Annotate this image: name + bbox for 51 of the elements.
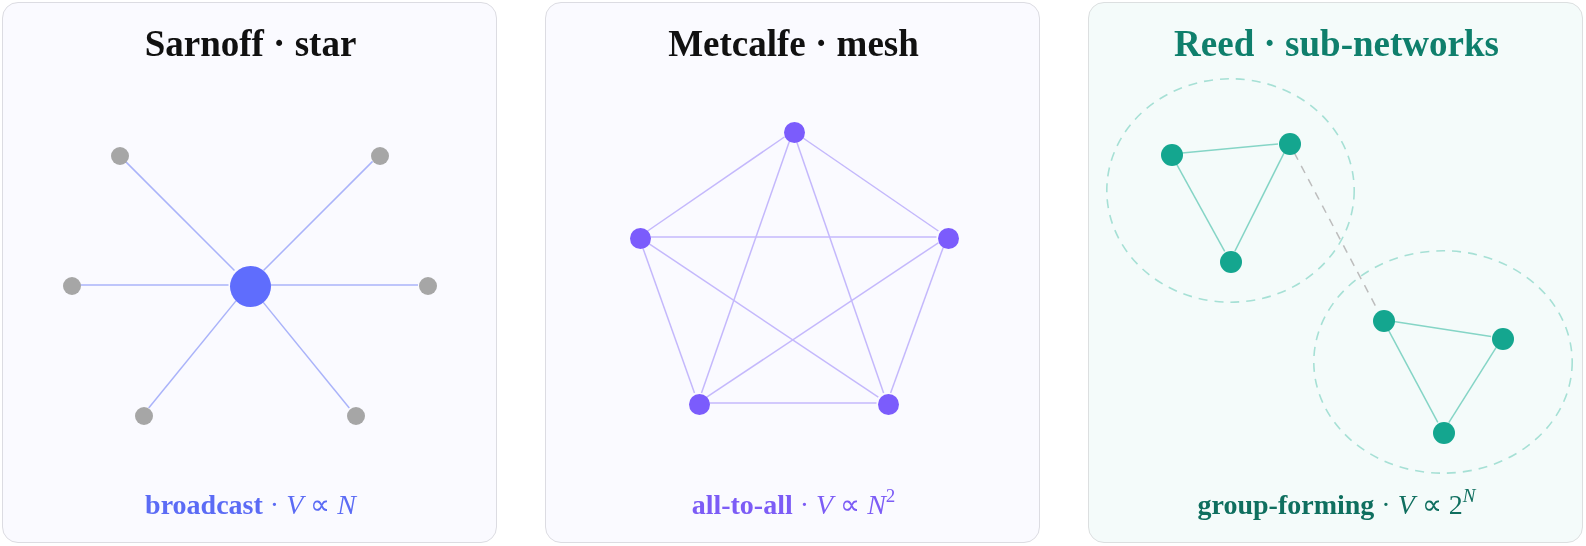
- connection-line: [641, 246, 696, 394]
- panel-title: Metcalfe · mesh: [668, 22, 919, 66]
- connection-line: [262, 160, 374, 272]
- node-dot: [111, 147, 129, 165]
- connection-line: [648, 236, 938, 238]
- connection-line: [147, 300, 237, 409]
- node-dot: [1279, 133, 1301, 155]
- panel-title: Sarnoff · star: [144, 22, 357, 66]
- node-dot: [1220, 251, 1242, 273]
- node-dot: [347, 407, 365, 425]
- connection-line: [261, 300, 351, 409]
- connection-line: [1181, 143, 1279, 154]
- connection-line: [707, 402, 878, 404]
- node-dot: [688, 393, 710, 415]
- group-ring: [1313, 250, 1573, 474]
- formula-caption: broadcast · V ∝ N: [145, 488, 356, 522]
- node-dot: [135, 407, 153, 425]
- panel-title: Reed · sub-networks: [1174, 22, 1499, 66]
- node-dot: [1433, 422, 1455, 444]
- node-dot: [1492, 328, 1514, 350]
- formula-caption: group-forming · V ∝ 2$^{N}$: [1197, 487, 1476, 522]
- node-dot: [419, 277, 437, 295]
- connection-line: [268, 284, 419, 286]
- node-dot: [371, 147, 389, 165]
- connection-line: [795, 140, 885, 394]
- node-dot: [1373, 310, 1395, 332]
- connection-line: [889, 246, 945, 394]
- connection-line: [1387, 328, 1439, 424]
- formula-caption: all-to-all · V ∝ N$^{2}$: [691, 487, 896, 522]
- connection-line: [1393, 320, 1492, 338]
- node-dot: [63, 277, 81, 295]
- connection-line: [124, 160, 236, 272]
- connection-line: [1175, 162, 1226, 253]
- node-dot: [783, 121, 805, 143]
- node-dot: [877, 393, 899, 415]
- connection-line: [800, 136, 940, 232]
- connection-line: [79, 284, 230, 286]
- connection-line: [705, 242, 940, 398]
- node-dot: [937, 227, 959, 249]
- node-dot: [629, 227, 651, 249]
- panel-card: [1088, 2, 1583, 543]
- panel-card: [545, 2, 1040, 543]
- connection-line: [646, 136, 786, 232]
- connection-line: [646, 242, 880, 398]
- connection-line: [1234, 152, 1285, 252]
- connection-line: [1448, 346, 1497, 424]
- group-ring: [1106, 78, 1355, 303]
- panel-card: [2, 2, 497, 543]
- node-dot: [1161, 144, 1183, 166]
- connection-line: [700, 140, 791, 394]
- hub-dot: [229, 265, 271, 307]
